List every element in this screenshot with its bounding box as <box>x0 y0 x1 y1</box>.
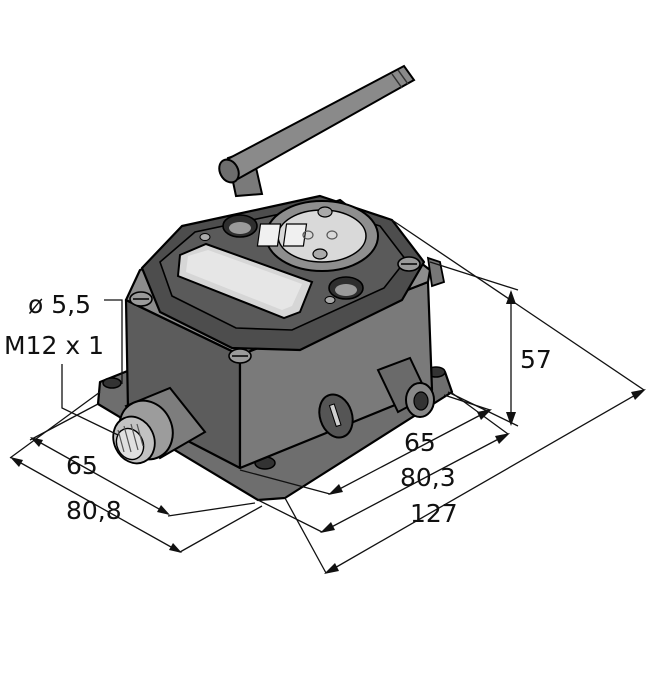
led-right <box>282 223 308 247</box>
lid-hole-left-inner <box>229 222 251 234</box>
led-left-mark <box>302 230 314 240</box>
depth-65-line <box>329 409 491 495</box>
dimension-lines <box>9 219 646 574</box>
corner-screw-right <box>397 256 421 272</box>
corner-screw-front <box>228 348 252 364</box>
mount-hole-left <box>102 377 122 389</box>
lid-screw-small <box>199 233 211 241</box>
label-height: 57 <box>520 345 552 374</box>
led-left <box>256 223 282 247</box>
front-ext-a <box>257 499 323 533</box>
front-ext-b <box>239 469 331 495</box>
display-window-inner <box>186 250 302 310</box>
depth-127-line <box>325 389 645 574</box>
module-screw-bottom <box>312 248 328 260</box>
cable-gland <box>376 356 435 418</box>
left-ext-c <box>167 502 256 517</box>
width-80-line <box>11 457 181 553</box>
left-ext-b <box>9 391 101 459</box>
depth-ext-127 <box>391 219 645 391</box>
front-ext-c <box>284 497 327 574</box>
depth-80-line <box>321 433 509 533</box>
device-illustration <box>96 64 454 502</box>
label-width-total: 80,8 <box>66 496 122 525</box>
label-depth-mid: 80,3 <box>400 463 456 492</box>
label-depth-total: 127 <box>410 499 458 528</box>
module-screw-top <box>317 206 333 218</box>
left-ext-d <box>179 505 263 553</box>
side-plug-slot <box>328 403 342 428</box>
label-width-inner: 65 <box>66 451 98 480</box>
leader-connector <box>61 364 119 436</box>
leader-hole <box>104 299 123 384</box>
antenna <box>218 64 416 198</box>
width-65-line <box>31 437 169 515</box>
depth-ext-65 <box>443 394 491 411</box>
height-extension-bottom <box>447 391 519 427</box>
left-ext-a <box>29 403 99 441</box>
lid-hole-right-inner <box>335 284 357 296</box>
corner-screw-left <box>129 291 153 307</box>
label-hole-diameter: ø 5,5 <box>28 290 91 319</box>
label-connector-thread: M12 x 1 <box>4 331 104 360</box>
m12-connector <box>112 386 207 465</box>
label-depth-inner: 65 <box>404 428 436 457</box>
dimension-labels: ø 5,5 M12 x 1 57 65 80,3 127 65 80,8 <box>4 290 552 528</box>
led-right-mark <box>326 230 338 240</box>
lid-screw-small-2 <box>324 296 336 304</box>
